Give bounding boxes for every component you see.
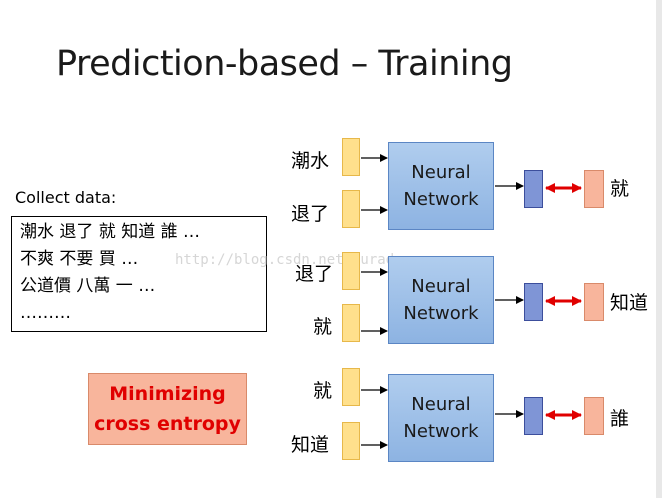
net1-input1-label: 潮水 (291, 150, 330, 172)
net3-input1-vector (342, 368, 360, 406)
slide-title: Prediction-based – Training (56, 44, 513, 84)
net1-input2-vector (342, 190, 360, 228)
net3-nn-line1: Neural (411, 394, 471, 415)
net1-output-vector (524, 170, 543, 208)
net3-input2-vector (342, 422, 360, 460)
net1-nn-line2: Network (403, 189, 479, 210)
data-line-4: ……… (20, 303, 71, 323)
watermark: http://blog.csdn.net/ouradreamer (175, 252, 445, 268)
net3-nn-line2: Network (403, 421, 479, 442)
net1-neural-network: Neural Network (388, 142, 494, 230)
net1-target-label: 就 (610, 178, 630, 200)
net3-output-vector (524, 397, 543, 435)
data-line-2: 不爽 不要 買 … (20, 249, 139, 269)
cross-entropy-text: cross entropy (94, 413, 241, 435)
net1-target-vector (584, 170, 604, 208)
net2-target-label: 知道 (610, 292, 649, 314)
net2-output-vector (524, 283, 543, 321)
collect-data-label: Collect data: (15, 188, 117, 207)
net2-input2-vector (342, 304, 360, 342)
net1-input2-label: 退了 (291, 203, 330, 225)
net3-target-label: 誰 (610, 408, 630, 430)
net2-target-vector (584, 283, 604, 321)
slide-edge (656, 0, 662, 498)
minimizing-text: Minimizing (109, 383, 226, 405)
data-line-3: 公道價 八萬 一 … (20, 276, 156, 296)
net1-nn-line1: Neural (411, 162, 471, 183)
net3-input2-label: 知道 (291, 434, 330, 456)
net1-input1-vector (342, 138, 360, 176)
net3-target-vector (584, 397, 604, 435)
collected-data-box: 潮水 退了 就 知道 誰 … 不爽 不要 買 … 公道價 八萬 一 … ……… (11, 216, 267, 332)
minimizing-cross-entropy-box: Minimizing cross entropy (88, 373, 247, 445)
net2-input2-label: 就 (313, 316, 333, 338)
net2-input1-vector (342, 252, 360, 290)
net2-nn-line2: Network (403, 303, 479, 324)
net3-neural-network: Neural Network (388, 374, 494, 462)
data-line-1: 潮水 退了 就 知道 誰 … (20, 222, 201, 242)
net3-input1-label: 就 (313, 380, 333, 402)
net2-neural-network: Neural Network (388, 256, 494, 344)
net2-input1-label: 退了 (295, 263, 334, 285)
net2-nn-line1: Neural (411, 276, 471, 297)
